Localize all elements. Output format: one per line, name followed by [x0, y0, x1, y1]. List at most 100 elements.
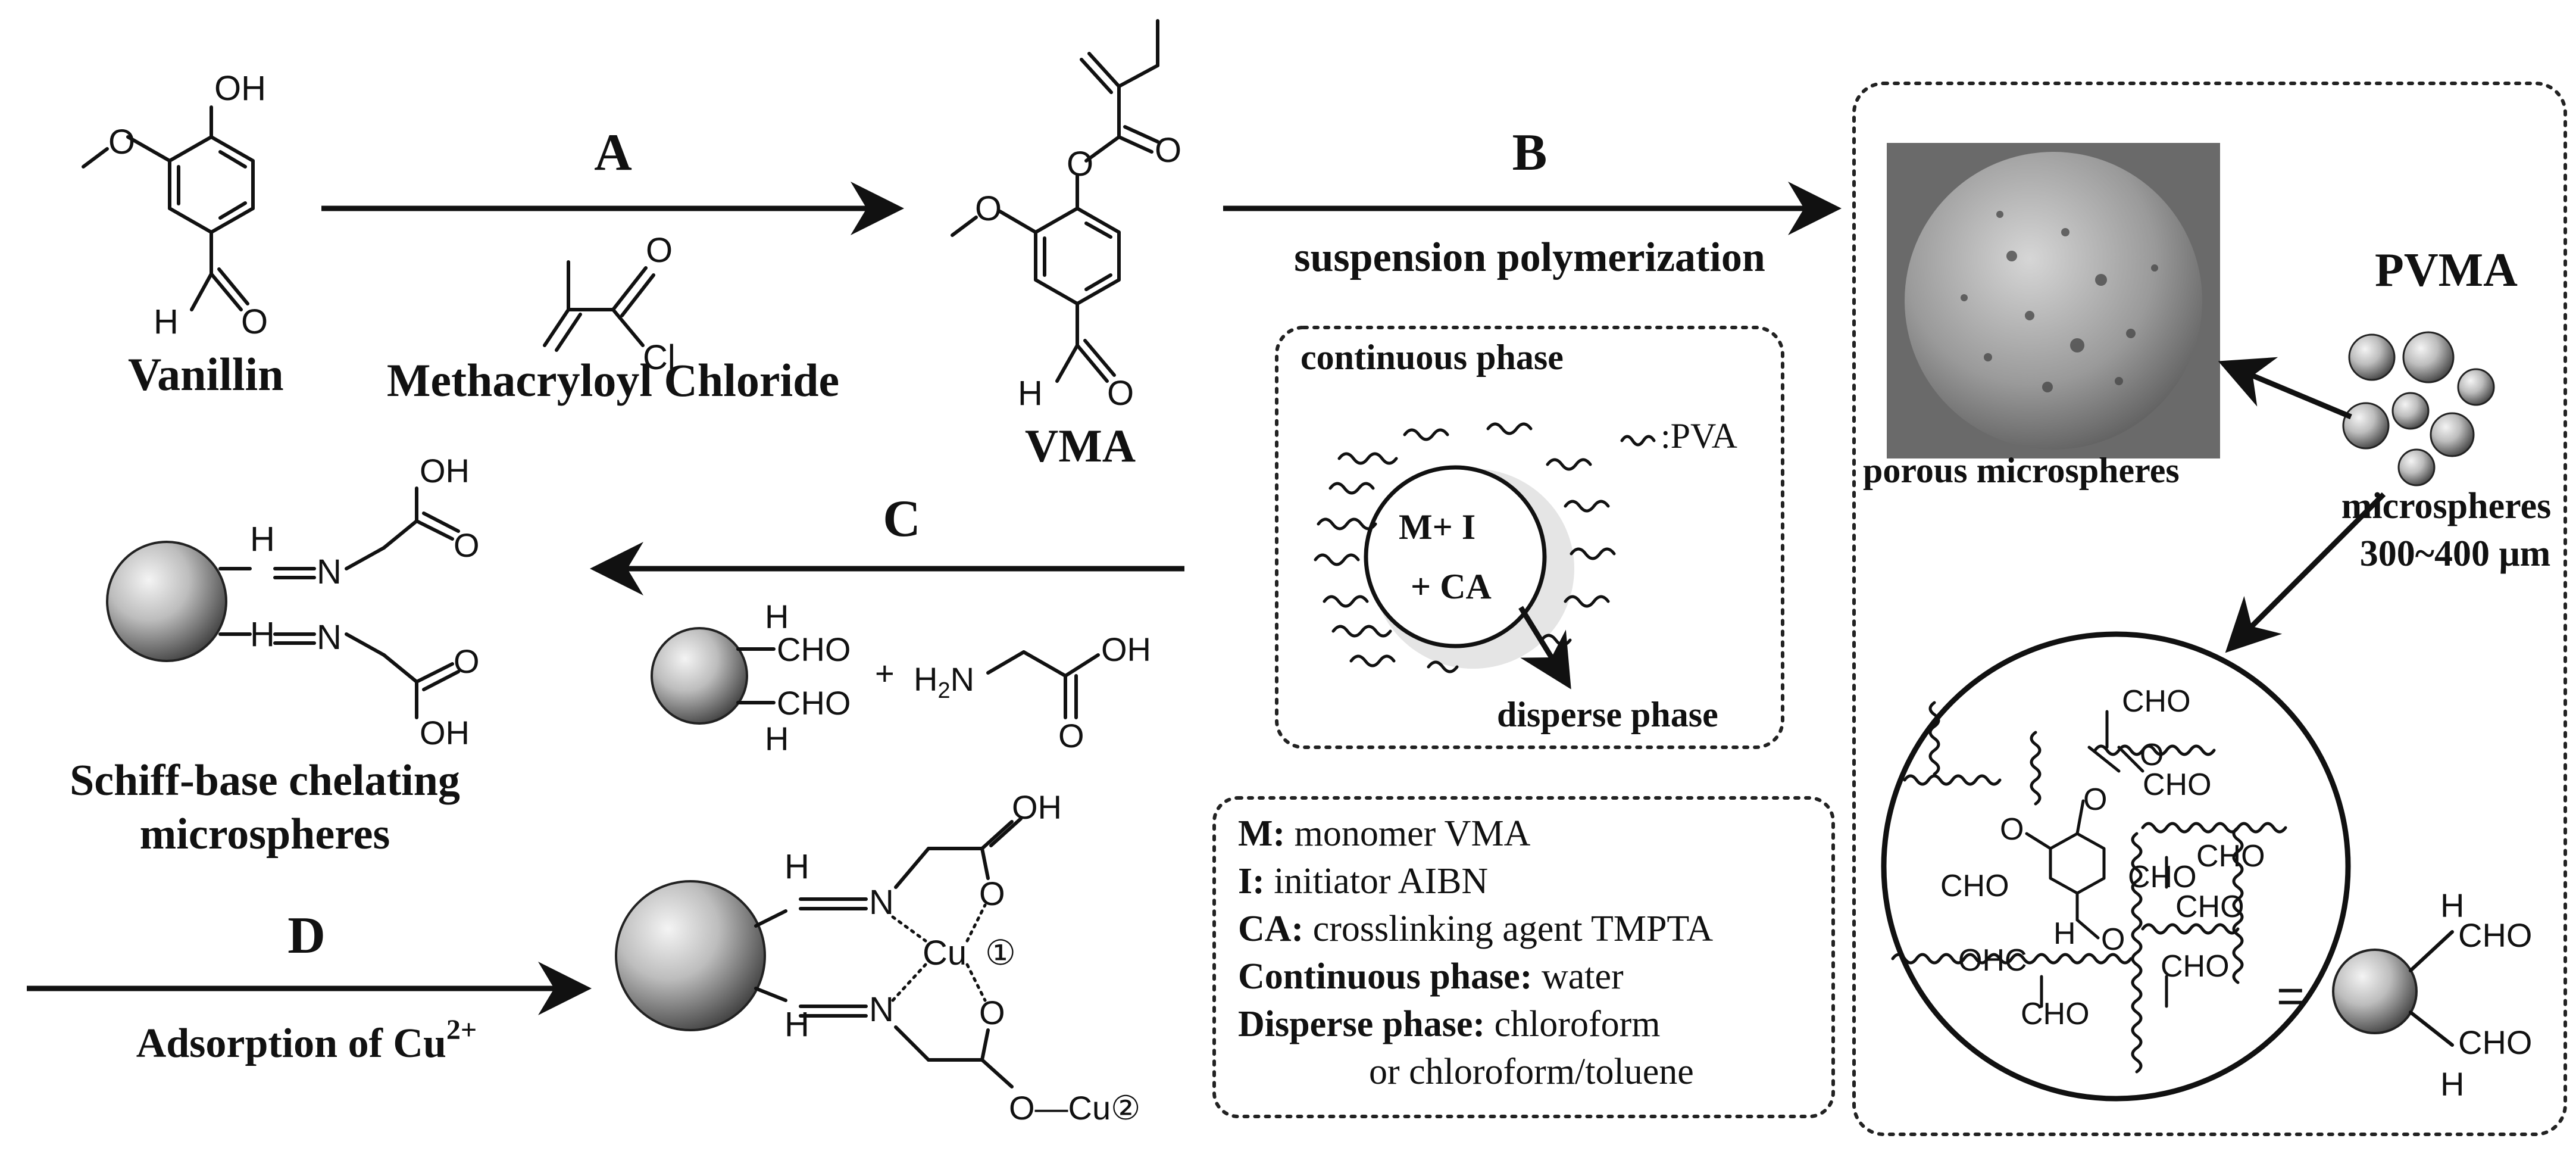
ester-o-label-2: O	[2083, 782, 2107, 817]
vanillin-o-label: O	[108, 123, 135, 161]
microsphere-cluster	[2342, 331, 2495, 486]
step-a-label: A	[594, 124, 632, 182]
ester-o-label-1: O	[2140, 738, 2164, 772]
cu-coord-o1: O	[979, 875, 1005, 912]
step-c-label: C	[883, 490, 921, 548]
schiff-base-bead: H N OH O H N OH O	[106, 452, 480, 751]
step-d-label: D	[287, 907, 326, 965]
sb-bottom-n: N	[317, 618, 342, 657]
cho-label-4: CHO	[2128, 860, 2197, 894]
reactant-top-cho: CHO	[777, 631, 851, 668]
sem-microsphere	[1905, 152, 2202, 450]
cu-complex: H N OH O Cu ① H N O O—Cu②	[615, 788, 1140, 1127]
glycine-o: O	[1058, 717, 1084, 754]
glycine-sub: 2	[937, 678, 950, 703]
bead-top-h: H	[2440, 887, 2464, 924]
droplet-box	[1275, 326, 1784, 749]
legend-continuous-value: water	[1532, 956, 1624, 997]
adsorption-text: Adsorption of Cu	[136, 1021, 446, 1066]
ald-o-label: O	[2101, 922, 2125, 957]
glycine-h: H	[914, 660, 937, 698]
size-label: 300~400 μm	[2360, 534, 2551, 574]
disperse-phase-arrow	[1518, 606, 1571, 690]
vanillin-name: Vanillin	[128, 348, 284, 400]
legend-continuous-key: Continuous phase:	[1238, 956, 1532, 997]
step-b-label: B	[1512, 124, 1548, 182]
methacryloyl-chloride-structure: O Cl	[543, 231, 676, 377]
cho-label-5: CHO	[1940, 869, 2009, 903]
cho-label-8: CHO	[2021, 997, 2090, 1031]
ohc-label: OHC	[1958, 943, 2027, 978]
cu-site-2: ②	[1111, 1089, 1140, 1127]
cu-oh: OH	[1012, 788, 1062, 826]
legend-continuous: Continuous phase: water	[1238, 956, 1624, 997]
pvma-network	[1891, 701, 2287, 1074]
vanillin-oh-label: OH	[214, 69, 266, 108]
legend-list: M: monomer VMA I: initiator AIBN CA: cro…	[1238, 813, 1713, 1092]
pva-legend-icon	[1620, 435, 1656, 447]
methacryloyl-chloride-name: Methacryloyl Chloride	[387, 354, 839, 406]
legend-m: M: monomer VMA	[1238, 813, 1531, 854]
legend-box	[1212, 796, 1835, 1118]
schiff-base-name-line1: Schiff-base chelating	[70, 756, 460, 805]
glycine-n: N	[951, 660, 974, 698]
mc-o-label: O	[646, 231, 673, 270]
sem-pores	[1961, 211, 2158, 392]
glycine-h2n: H2N	[914, 660, 974, 703]
cu-bottom-n: N	[869, 990, 894, 1029]
reactant-top-h: H	[765, 598, 789, 635]
cu-ester-text: O—Cu	[1009, 1089, 1111, 1127]
vma-o-label: O	[975, 189, 1002, 228]
cu-site-1: ①	[985, 934, 1016, 972]
vanillin-ald-o-label: O	[241, 302, 268, 341]
pvma-label: PVMA	[2375, 244, 2518, 297]
sb-top-n: N	[317, 553, 342, 591]
reactant-bottom-cho: CHO	[777, 684, 851, 722]
sb-top-o: O	[454, 526, 480, 564]
to-sem-arrow	[2218, 357, 2352, 420]
pvma-structure-circle	[1881, 631, 2351, 1102]
cu-center: Cu	[923, 934, 967, 972]
cho-label-2: CHO	[2143, 768, 2212, 802]
cho-label-7: CHO	[2161, 949, 2230, 984]
equals-sign: =	[2277, 969, 2305, 1022]
cho-label-3: CHO	[2196, 839, 2265, 874]
legend-m-key: M:	[1238, 813, 1285, 854]
cu-coord-o2: O	[979, 994, 1005, 1031]
pva-chains	[1314, 422, 1616, 673]
legend-i-value: initiator AIBN	[1265, 861, 1488, 902]
vma-structure: O O O H O	[951, 19, 1181, 413]
plus-sign: +	[875, 654, 895, 692]
cu-top-h: H	[784, 847, 809, 886]
pva-legend-label: :PVA	[1661, 416, 1737, 456]
vanillin-structure: OH O H O	[82, 69, 268, 341]
cu-ester: O—Cu②	[1009, 1089, 1140, 1127]
porous-microspheres-label: porous microspheres	[1863, 451, 2180, 490]
cho-label-1: CHO	[2122, 684, 2191, 719]
sb-bottom-oh: OH	[420, 714, 470, 751]
bead-bottom-h: H	[2440, 1065, 2464, 1103]
vma-ester-o-label: O	[1067, 145, 1093, 183]
sb-top-oh: OH	[420, 452, 470, 489]
sb-bottom-h: H	[250, 615, 275, 654]
vma-name: VMA	[1025, 420, 1136, 472]
legend-disperse-value: chloroform	[1485, 1004, 1660, 1044]
adsorption-charge: 2+	[446, 1014, 477, 1046]
ald-h-label: H	[2053, 916, 2076, 951]
droplet	[1364, 465, 1547, 648]
bead-bottom-cho: CHO	[2458, 1024, 2532, 1061]
cu-top-n: N	[869, 883, 894, 922]
continuous-phase-label: continuous phase	[1300, 338, 1564, 377]
bead-top-cho: CHO	[2458, 916, 2532, 954]
glycine-structure: H2N OH O	[914, 631, 1151, 754]
methoxy-o-label: O	[2000, 812, 2024, 847]
droplet-ca-label: + CA	[1411, 567, 1492, 606]
adsorption-label: Adsorption of Cu2+	[136, 1014, 477, 1066]
cu-bottom-h: H	[784, 1005, 809, 1044]
legend-i-key: I:	[1238, 861, 1265, 902]
reactant-bead: H CHO CHO H	[651, 598, 851, 757]
droplet-m-i-label: M+ I	[1399, 507, 1475, 547]
vanillin-h-label: H	[154, 302, 179, 341]
